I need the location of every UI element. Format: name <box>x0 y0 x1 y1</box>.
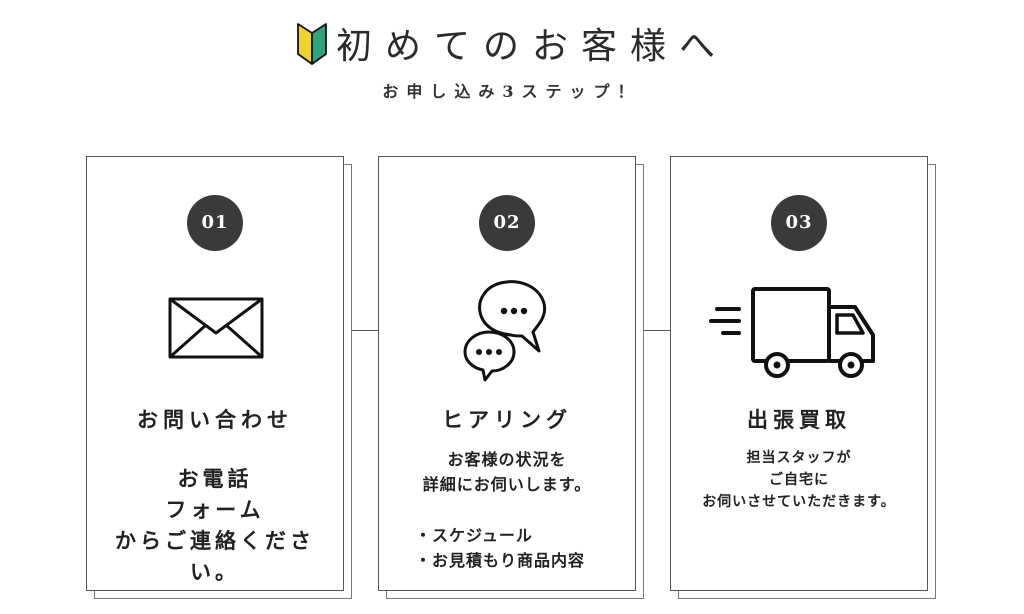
delivery-truck-icon <box>709 287 875 378</box>
step-number-badge: 02 <box>479 195 535 251</box>
step-description: 担当スタッフが ご自宅に お伺いさせていただきます。 <box>671 447 927 513</box>
title-row: 初めてのお客様へ <box>0 18 1024 68</box>
description-line: お伺いさせていただきます。 <box>702 494 896 510</box>
step-connector <box>344 330 379 331</box>
card-body: 01 お問い合わせ お電話 フォーム からご連絡くださ い。 <box>86 156 344 591</box>
page-header: 初めてのお客様へ お申し込み3ステップ！ <box>0 0 1024 110</box>
step-connector <box>636 330 671 331</box>
description-line: からご連絡くださ <box>115 528 315 553</box>
envelope-icon <box>168 297 264 359</box>
step-number-badge: 03 <box>771 195 827 251</box>
step-description: お客様の状況を 詳細にお伺いします。 <box>379 447 635 497</box>
step-card-2: 02 ヒアリング お客様の状況を 詳細にお伺いします。 ・スケジュール ・お見積… <box>378 156 644 599</box>
step-heading: ヒアリング <box>442 407 572 432</box>
description-line: フォーム <box>165 497 265 522</box>
description-line: ご自宅に <box>769 472 829 488</box>
step-heading: 出張買取 <box>747 407 851 432</box>
page-title: 初めてのお客様へ <box>335 26 728 67</box>
description-line: 担当スタッフが <box>746 450 852 466</box>
bullet-item: ・スケジュール <box>415 526 533 545</box>
step-description: お電話 フォーム からご連絡くださ い。 <box>87 463 343 587</box>
step-bullet-list: ・スケジュール ・お見積もり商品内容 <box>415 523 625 573</box>
bullet-item: ・お見積もり商品内容 <box>415 551 586 570</box>
card-body: 02 ヒアリング お客様の状況を 詳細にお伺いします。 ・スケジュール ・お見積… <box>378 156 636 591</box>
speech-bubbles-icon <box>463 280 547 382</box>
step-card-1: 01 お問い合わせ お電話 フォーム からご連絡くださ い。 <box>86 156 352 599</box>
description-line: い。 <box>190 559 240 584</box>
description-line: 詳細にお伺いします。 <box>422 475 592 494</box>
page-subtitle: お申し込み3ステップ！ <box>382 82 642 101</box>
step-heading: お問い合わせ <box>137 407 293 432</box>
description-line: お客様の状況を <box>447 450 567 469</box>
step-number-badge: 01 <box>187 195 243 251</box>
card-body: 03 出張買取 担当スタッフが ご自宅に お伺いさせていただきます。 <box>670 156 928 591</box>
description-line: お電話 <box>177 466 253 491</box>
step-card-3: 03 出張買取 担当スタッフが ご自宅に お伺いさせていただきます。 <box>670 156 936 599</box>
beginner-mark-icon <box>297 23 327 65</box>
